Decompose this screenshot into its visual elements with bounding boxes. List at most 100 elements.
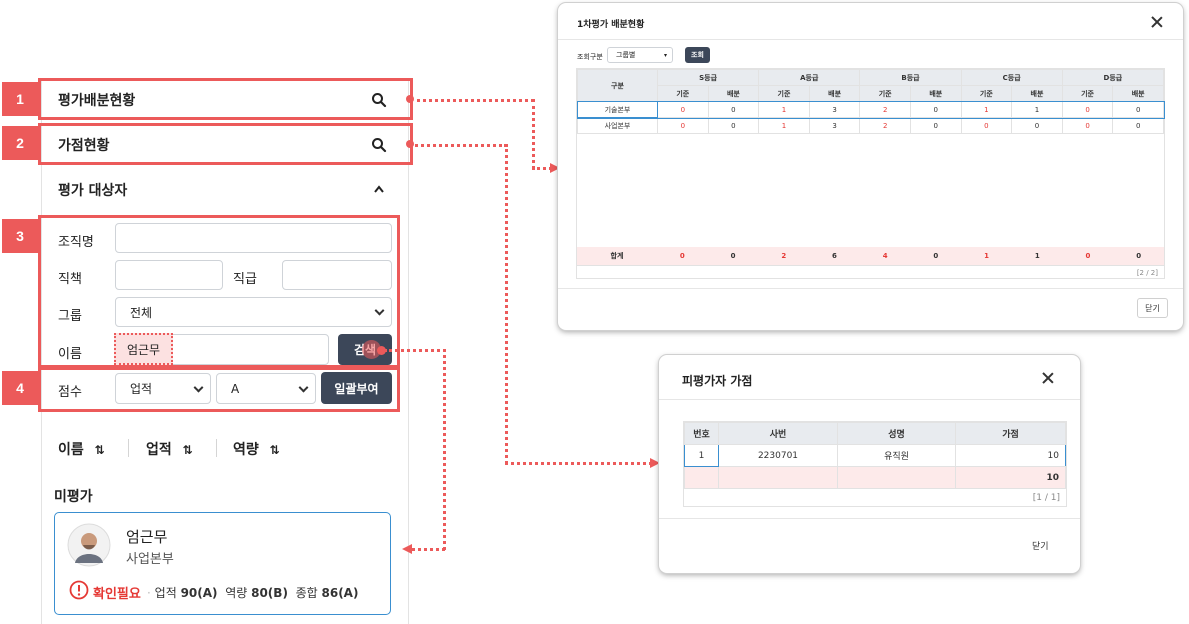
sort-by-performance[interactable]: 업적 ⇅ [146,439,193,459]
row-label: 사업본부 [577,117,658,134]
name-label: 이름 [58,347,82,362]
cell-value: 0 [909,101,962,118]
cell-value: 0 [1061,117,1114,134]
perf-label: 업적 [154,586,177,600]
chevron-up-icon[interactable] [373,184,385,194]
cell-value: 0 [657,117,709,134]
click-indicator [362,340,381,359]
close-icon[interactable] [1151,16,1163,28]
duty-input[interactable] [115,260,223,290]
rank-label: 직급 [233,272,257,287]
total-value: 1 [1034,252,1040,260]
col-header-grade: D등급 [1061,69,1165,86]
rank-input[interactable] [282,260,392,290]
total-value: 4 [882,252,888,260]
filter-select[interactable]: 그룹별▾ [607,47,673,63]
cell-value: 0 [707,101,760,118]
highlight-box-3 [38,215,400,368]
score-grade-select[interactable]: A [216,373,316,404]
cell-value: 0 [707,117,760,134]
list-title: 미평가 [54,489,93,505]
col-subheader: 기준 [1061,85,1114,102]
arrow-right-icon [650,458,660,468]
close-button[interactable]: 닫기 [1032,542,1049,552]
divider [558,39,1183,40]
col-subheader: 기준 [758,85,810,102]
sort-comp-label: 역량 [233,442,259,458]
org-input[interactable] [115,223,392,253]
connector-line [410,99,534,102]
cell-total: 10 [955,466,1066,489]
total-row: 10 [684,466,1066,489]
connector-line [384,349,446,352]
total-value: 0 [730,252,736,260]
employee-card[interactable] [54,512,391,615]
score-type-select[interactable]: 업적 [115,373,211,404]
callout-badge-2: 2 [2,126,38,160]
total-label: 합계 [610,252,624,260]
sort-name-label: 이름 [58,442,84,458]
col-subheader: 배분 [1011,85,1063,102]
connector-dot [406,95,414,103]
chevron-down-icon [374,305,385,316]
divider [216,439,217,457]
org-label: 조직명 [58,235,94,250]
col-header: 번호 [684,422,719,445]
section-title-distribution: 평가배분현황 [58,93,136,109]
col-subheader: 배분 [909,85,962,102]
section-title-bonus: 가점현황 [58,138,110,154]
cell-value: 1 [758,101,810,118]
cell-value: 0 [1061,101,1114,118]
bonus-modal: 피평가자 가점 번호 사번 성명 가점 1 2230701 유직원 [659,355,1080,573]
distribution-modal: 1차평가 배분현황 조회구분 그룹별▾ 조회 구분 S등급 A등급 B등급 C등… [558,3,1183,330]
comp-label: 역량 [225,586,248,600]
group-select[interactable]: 전체 [115,297,392,327]
connector-line [410,144,507,147]
bonus-table-wrap: 번호 사번 성명 가점 1 2230701 유직원 10 [683,421,1067,507]
cell-empno: 2230701 [718,444,838,467]
col-subheader: 배분 [808,85,861,102]
divider [128,439,129,457]
duty-label: 직책 [58,272,82,287]
col-subheader: 기준 [859,85,911,102]
cell-value: 0 [1011,117,1063,134]
cell-value: 1 [758,117,810,134]
total-value: 86(A) [321,586,359,600]
total-value: 0 [1136,252,1142,260]
query-button[interactable]: 조회 [685,47,710,63]
cell-value: 0 [960,117,1013,134]
chevron-down-icon [298,382,309,393]
arrow-right-icon [550,163,560,173]
pager: [2 / 2] [577,265,1164,279]
sort-icon: ⇅ [182,443,193,457]
avatar [67,523,111,567]
card-scores: · 업적 90(A) 역량 80(B) 종합 86(A) [147,586,359,600]
col-header-grade: B등급 [859,69,962,86]
total-label: 종합 [295,586,318,600]
total-value: 0 [679,252,685,260]
search-icon[interactable] [371,92,387,108]
sort-by-competency[interactable]: 역량 ⇅ [233,439,280,459]
cell-empty [718,466,838,489]
cell-value: 3 [808,117,861,134]
pager: [1 / 1] [1032,493,1060,503]
group-label: 그룹 [58,309,82,324]
search-icon[interactable] [371,137,387,153]
close-icon[interactable] [1042,372,1054,384]
cell-value: 0 [1112,117,1164,134]
col-header-grade: C등급 [960,69,1063,86]
cell-no: 1 [684,444,719,467]
bulk-apply-button[interactable]: 일괄부여 [321,372,392,404]
cell-name: 유직원 [837,444,956,467]
card-dept: 사업본부 [126,552,174,567]
card-name: 엄근무 [126,528,168,546]
table-row[interactable]: 1 2230701 유직원 10 [684,444,1066,467]
sort-by-name[interactable]: 이름 ⇅ [58,439,105,459]
connector-line [532,99,535,169]
close-button[interactable]: 닫기 [1137,298,1168,318]
